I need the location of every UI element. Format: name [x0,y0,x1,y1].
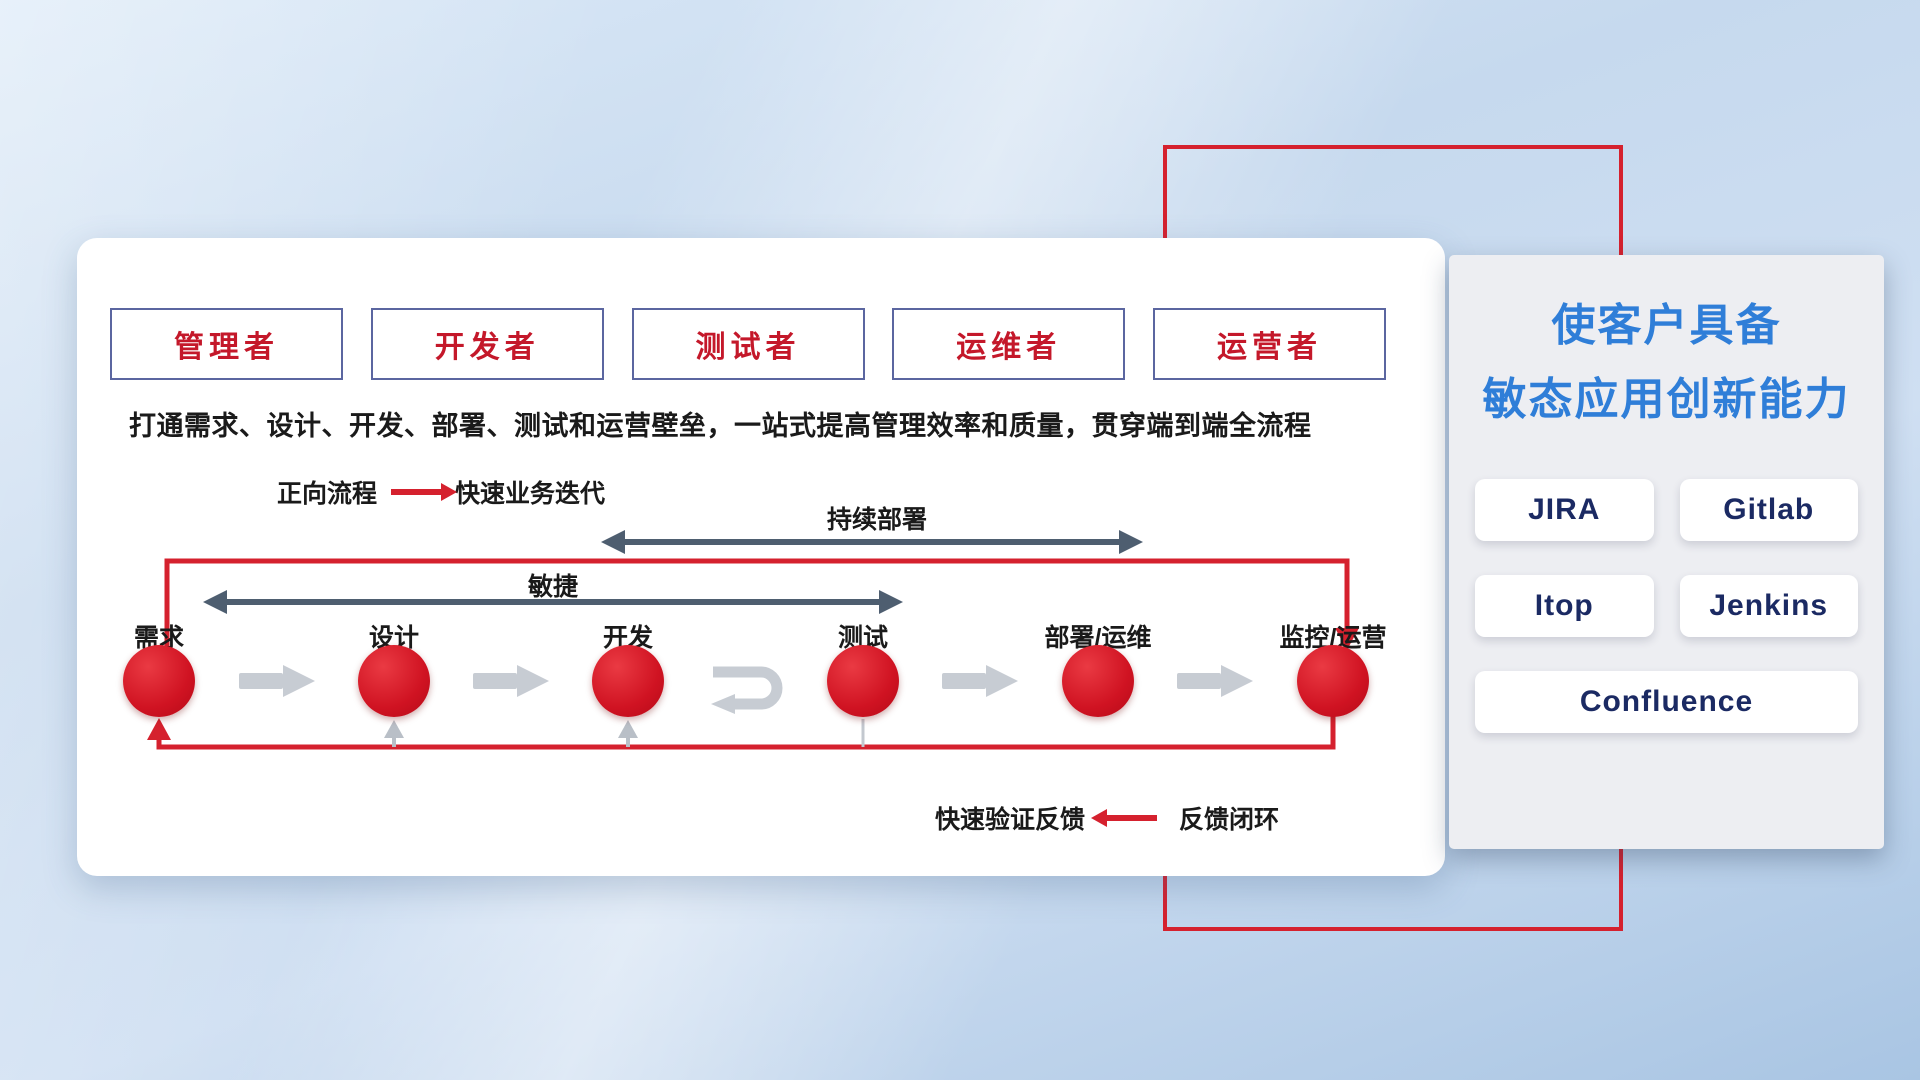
stage-node-requirements [123,645,195,717]
tool-button-confluence: Confluence [1475,671,1858,733]
roles-row: 管理者 开发者 测试者 运维者 运营者 [110,308,1386,380]
stage-node-design [358,645,430,717]
feedback-legend-value: 反馈闭环 [1179,806,1280,834]
role-box-tester: 测试者 [631,308,865,380]
red-right-arrow-icon [391,489,442,495]
panel-title-line1: 使客户具备 [1551,301,1782,350]
stage-arrow-4 [942,665,1018,697]
agile-label: 敏捷 [527,573,578,601]
tool-button-gitlab: Gitlab [1679,479,1858,541]
feedback-loop-line [147,714,1336,750]
stage-node-monitor-ops [1297,645,1369,717]
feedback-branch-design [384,720,404,747]
tool-button-jira: JIRA [1475,479,1654,541]
stage-arrow-2 [473,665,549,697]
agile-span-arrow [203,590,903,614]
role-box-developer: 开发者 [370,308,604,380]
stage-node-testing [827,645,899,717]
role-box-business-operator: 运营者 [1153,308,1386,380]
stage-arrow-5 [1177,665,1253,697]
role-box-operations: 运维者 [892,308,1126,380]
panel-title-line2: 敏态应用创新能力 [1482,375,1851,424]
feedback-branch-development [618,720,638,747]
flow-diagram-connectors [147,530,1359,750]
description-text: 打通需求、设计、开发、部署、测试和运营壁垒，一站式提高管理效率和质量，贯穿端到端… [129,411,1312,441]
forward-legend-value: 快速业务迭代 [455,480,606,508]
cd-span-arrow [601,530,1143,554]
feedback-legend: 快速验证反馈 反馈闭环 [935,800,1279,836]
capability-panel: 使客户具备 敏态应用创新能力 JIRA Gitlab Itop Jenkins … [1449,255,1884,849]
forward-legend-label: 正向流程 [277,480,378,508]
iteration-arrow-icon [711,666,783,714]
continuous-deployment-label: 持续部署 [826,506,927,534]
panel-title: 使客户具备 敏态应用创新能力 [1449,289,1884,437]
role-box-manager: 管理者 [110,308,343,380]
red-left-arrow-icon [1107,815,1158,821]
forward-loop-line [164,558,1359,650]
stage-node-deploy-ops [1062,645,1134,717]
stage-node-development [592,645,664,717]
devops-flow-card: 管理者 开发者 测试者 运维者 运营者 打通需求、设计、开发、部署、测试和运营壁… [77,238,1445,876]
stage-arrow-1 [239,665,315,697]
tool-button-itop: Itop [1475,575,1654,637]
tools-grid: JIRA Gitlab Itop Jenkins Confluence [1475,479,1858,733]
forward-legend: 正向流程 快速业务迭代 [277,474,605,510]
feedback-legend-label: 快速验证反馈 [935,806,1086,834]
tool-button-jenkins: Jenkins [1679,575,1858,637]
